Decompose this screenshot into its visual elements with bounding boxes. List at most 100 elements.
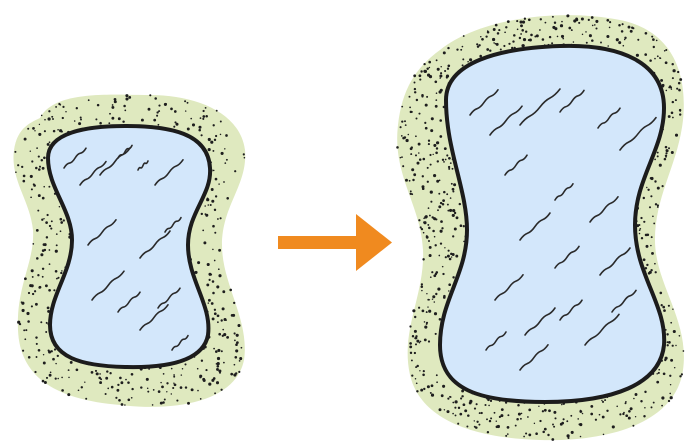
sand-speckle (450, 197, 452, 199)
sand-speckle (651, 36, 653, 38)
sand-speckle (567, 434, 570, 437)
sand-speckle (447, 204, 449, 206)
sand-speckle (679, 110, 680, 111)
sand-speckle (479, 412, 481, 414)
sand-speckle (32, 276, 34, 278)
sand-speckle (507, 433, 509, 435)
sand-speckle (423, 217, 425, 219)
sand-speckle (433, 274, 436, 277)
sand-speckle (643, 197, 645, 199)
sand-speckle (214, 139, 216, 141)
sand-speckle (602, 416, 605, 419)
sand-speckle (31, 160, 33, 162)
sand-speckle (675, 134, 678, 137)
sand-speckle (49, 225, 51, 227)
sand-speckle (43, 243, 46, 246)
sand-speckle (665, 90, 667, 92)
sand-speckle (65, 111, 66, 112)
sand-speckle (442, 273, 444, 275)
sand-speckle (495, 24, 498, 27)
sand-speckle (409, 106, 411, 108)
sand-speckle (452, 276, 454, 278)
sand-speckle (427, 306, 428, 307)
sand-speckle (592, 25, 594, 27)
sand-speckle (566, 420, 568, 422)
sand-speckle (557, 36, 559, 38)
sand-speckle (571, 431, 574, 434)
sand-speckle (414, 82, 416, 84)
sand-speckle (466, 426, 468, 428)
sand-speckle (656, 381, 659, 384)
sand-speckle (226, 336, 229, 339)
sand-speckle (208, 148, 211, 151)
sand-speckle (645, 32, 648, 35)
sand-speckle (485, 35, 487, 37)
sand-speckle (454, 407, 456, 409)
sand-speckle (512, 40, 514, 42)
sand-speckle (658, 372, 660, 374)
sand-speckle (632, 425, 634, 427)
sand-speckle (426, 311, 428, 313)
sand-speckle (628, 417, 631, 420)
sand-speckle (606, 410, 608, 412)
sand-speckle (653, 46, 655, 48)
sand-speckle (106, 370, 108, 372)
sand-speckle (430, 129, 433, 132)
sand-speckle (664, 158, 667, 161)
sand-speckle (419, 79, 421, 81)
sand-speckle (59, 129, 62, 132)
sand-speckle (99, 373, 101, 375)
sand-speckle (45, 221, 48, 224)
sand-speckle (400, 157, 402, 159)
sand-speckle (222, 335, 224, 337)
sand-speckle (439, 119, 442, 122)
sand-speckle (140, 386, 142, 388)
sand-speckle (55, 377, 57, 379)
sand-speckle (437, 160, 439, 162)
sand-speckle (49, 141, 51, 143)
sand-speckle (602, 401, 604, 403)
sand-speckle (32, 243, 34, 245)
sand-speckle (205, 369, 207, 371)
sand-speckle (552, 424, 554, 426)
sand-speckle (15, 171, 17, 173)
sand-speckle (661, 304, 663, 306)
sand-speckle (427, 385, 430, 388)
sand-speckle (212, 249, 214, 251)
sand-speckle (657, 155, 659, 157)
sand-speckle (421, 228, 423, 230)
sand-speckle (200, 398, 202, 400)
sand-speckle (653, 402, 655, 404)
sand-speckle (439, 135, 442, 138)
sand-speckle (423, 221, 426, 224)
sand-speckle (463, 403, 466, 406)
sand-speckle (426, 96, 428, 98)
sand-speckle (206, 283, 209, 286)
sand-speckle (452, 168, 454, 170)
sand-speckle (419, 370, 420, 371)
sand-speckle (60, 230, 62, 232)
sand-speckle (30, 175, 33, 178)
sand-speckle (215, 350, 218, 353)
sand-speckle (171, 393, 172, 394)
sand-speckle (603, 434, 605, 436)
sand-speckle (428, 340, 430, 342)
sand-speckle (445, 159, 447, 161)
sand-speckle (490, 417, 492, 419)
sand-speckle (239, 360, 241, 362)
sand-speckle (650, 195, 652, 197)
sand-speckle (187, 402, 190, 405)
sand-speckle (442, 266, 444, 268)
sand-speckle (430, 191, 433, 194)
sand-speckle (24, 338, 26, 340)
sand-speckle (421, 283, 423, 285)
sand-speckle (434, 236, 436, 238)
sand-speckle (95, 370, 97, 372)
sand-speckle (219, 372, 221, 374)
sand-speckle (48, 350, 51, 353)
sand-speckle (633, 398, 635, 400)
sand-speckle (609, 21, 611, 23)
sand-speckle (673, 330, 676, 333)
sand-speckle (216, 285, 219, 288)
sand-speckle (225, 134, 228, 137)
